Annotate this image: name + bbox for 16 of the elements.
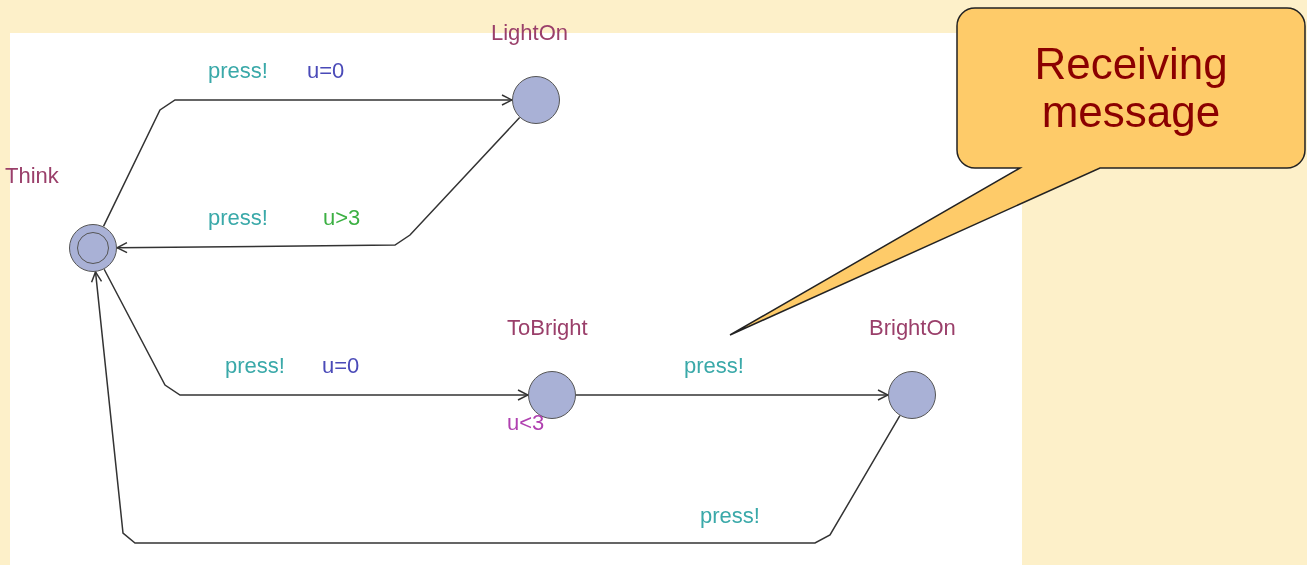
callout-text: Receiving message <box>1033 39 1229 137</box>
state-name: Think <box>5 165 59 187</box>
transition-arrow <box>575 389 889 401</box>
transition-arrow <box>116 116 521 254</box>
edge-label: press! <box>207 207 269 229</box>
state-name: BrightOn <box>869 317 956 339</box>
edge-label: press! <box>683 355 745 377</box>
transition-arrow <box>103 268 529 401</box>
edge-label: press! <box>207 60 269 82</box>
state-name: LightOn <box>491 22 569 44</box>
state-name: ToBright <box>507 317 588 339</box>
edge-label: press! <box>699 505 761 527</box>
transition-arrow <box>102 94 513 228</box>
invariant-label: u<3 <box>507 412 545 434</box>
edge-label: press! <box>224 355 286 377</box>
transition-arrow <box>90 271 901 544</box>
